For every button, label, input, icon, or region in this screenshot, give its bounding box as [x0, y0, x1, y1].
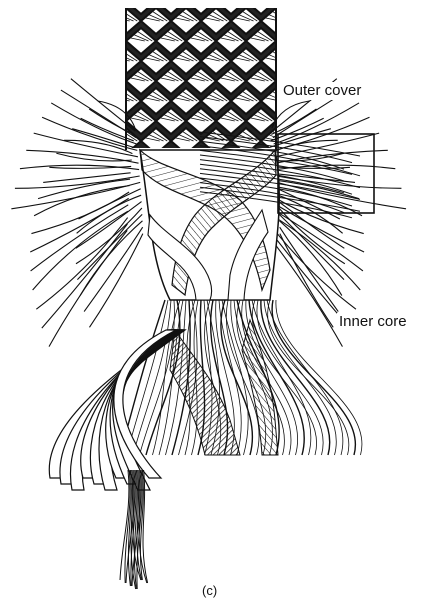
- fiber-strand: [20, 165, 139, 169]
- core-strand: [133, 300, 171, 455]
- fiber-strand: [280, 227, 339, 311]
- outer-cover-braid: [81, 0, 336, 154]
- inner-core-strands: [120, 300, 362, 455]
- fiber-strand: [272, 101, 309, 128]
- core-strand: [127, 300, 169, 455]
- fiber-strand: [265, 218, 356, 310]
- fiber-strand: [84, 227, 143, 311]
- fiber-strand: [33, 211, 128, 290]
- core-shadow-mass: [170, 330, 240, 455]
- fiber-strand: [271, 109, 316, 134]
- fiber-strand: [279, 221, 341, 296]
- bottom-tassel: [120, 470, 148, 589]
- fanned-strands-left: [49, 330, 185, 490]
- fiber-strand: [61, 90, 136, 138]
- fiber-strand: [89, 234, 142, 328]
- figure-caption: (c): [202, 582, 217, 600]
- fiber-strand: [80, 221, 142, 296]
- inner-core-braid: [140, 150, 279, 300]
- fiber-strand: [36, 218, 127, 310]
- fiber-strand: [64, 140, 132, 153]
- frayed-fibers-left: [11, 79, 142, 347]
- fiber-strand: [77, 195, 142, 233]
- outer-cover-label: Outer cover: [281, 82, 363, 100]
- fiber-strand: [275, 133, 379, 157]
- inner-core-label: Inner core: [337, 313, 409, 331]
